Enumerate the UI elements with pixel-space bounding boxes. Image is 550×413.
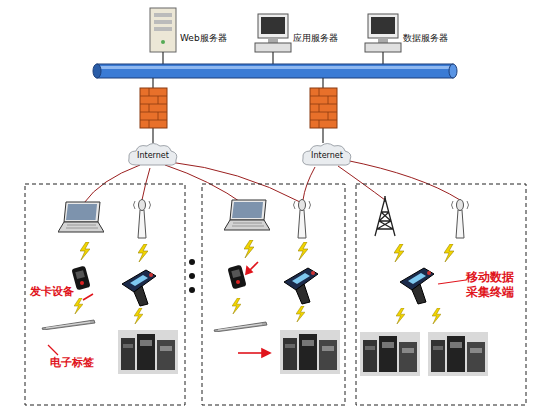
- wireless-bolt: [396, 308, 405, 324]
- electronic-tag-icon: [42, 320, 95, 330]
- wireless-bolt: [232, 298, 241, 314]
- server-node: Web服务器: [148, 6, 240, 56]
- cell-tower-icon: [375, 196, 395, 236]
- callout-pointer: [83, 294, 93, 300]
- cloud-label: Internet: [300, 150, 354, 161]
- wireless-bolt: [80, 242, 90, 260]
- wireless-bolt: [444, 244, 454, 262]
- wireless-bolt: [296, 306, 305, 322]
- wireless-bolt: [432, 308, 441, 324]
- electronic-tag-icon: [214, 322, 267, 332]
- antenna-icon: [294, 200, 311, 239]
- laptop-icon: [224, 200, 270, 230]
- card-issuer-icon: [227, 265, 246, 290]
- internet-cloud: Internet: [300, 141, 354, 169]
- device-label: 发卡设备: [30, 285, 100, 299]
- equipment-photo: [428, 332, 488, 376]
- wireless-bolt: [244, 240, 254, 258]
- laptop-icon: [58, 202, 104, 232]
- callout-pointer: [438, 280, 466, 284]
- node-label: Web服务器: [180, 33, 227, 44]
- equipment-photo: [118, 330, 178, 374]
- internet-cloud: Internet: [126, 141, 180, 169]
- web-server-icon: [150, 8, 176, 52]
- site-group-frame: [25, 184, 526, 405]
- wireless-bolt: [298, 242, 308, 260]
- firewall-wire: [153, 78, 323, 143]
- handheld-terminal-icon: [400, 268, 434, 304]
- card-issuer-icon: [71, 266, 90, 291]
- firewall-icon: [310, 88, 337, 128]
- ellipsis-dots: [189, 259, 195, 293]
- data-server-icon: [365, 14, 401, 52]
- cloud-label: Internet: [126, 150, 180, 161]
- server-node: 应用服务器: [254, 10, 354, 56]
- server-drop-wire: [163, 52, 383, 64]
- app-server-icon: [255, 14, 291, 52]
- device-label: 电子标签: [50, 356, 120, 370]
- wireless-bolt: [138, 244, 148, 262]
- wireless-bolt: [134, 308, 143, 324]
- equipment-photo: [360, 332, 420, 376]
- device-label: 移动数据 采集终端: [466, 270, 524, 300]
- antenna-icon: [134, 200, 151, 239]
- node-label: 数据服务器: [403, 33, 448, 44]
- red-arrow: [238, 262, 270, 357]
- network-link: [84, 160, 460, 205]
- backbone-bus: [93, 64, 457, 78]
- antenna-icon: [452, 200, 469, 239]
- callout-pointer: [48, 345, 58, 355]
- equipment-photo: [280, 330, 340, 374]
- firewall-icon: [140, 88, 167, 128]
- wireless-bolt: [74, 298, 83, 314]
- server-node: 数据服务器: [364, 10, 464, 56]
- node-label: 应用服务器: [293, 33, 338, 44]
- wireless-bolt: [394, 244, 404, 262]
- handheld-terminal-icon: [122, 270, 156, 306]
- handheld-terminal-icon: [284, 268, 318, 304]
